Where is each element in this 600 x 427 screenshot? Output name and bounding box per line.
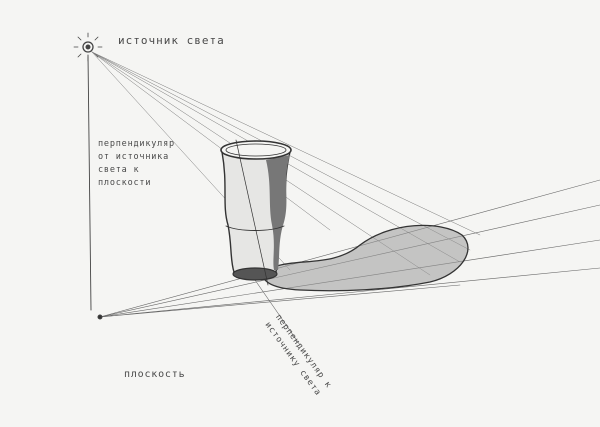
label-line: света к (98, 165, 140, 175)
label-perpendicular-from-source: перпендикуляр от источника света к плоск… (98, 138, 175, 190)
plane-lines (99, 179, 600, 318)
vase (220, 139, 292, 286)
label-line: от источника (98, 152, 170, 162)
perpendicular-line (87, 54, 92, 311)
label-line: плоскости (98, 178, 152, 188)
label-line: перпендикуляр (98, 139, 175, 149)
label-light-source: источник света (118, 34, 225, 47)
label-plane: плоскость (124, 369, 186, 380)
vase-shadow (261, 224, 469, 292)
